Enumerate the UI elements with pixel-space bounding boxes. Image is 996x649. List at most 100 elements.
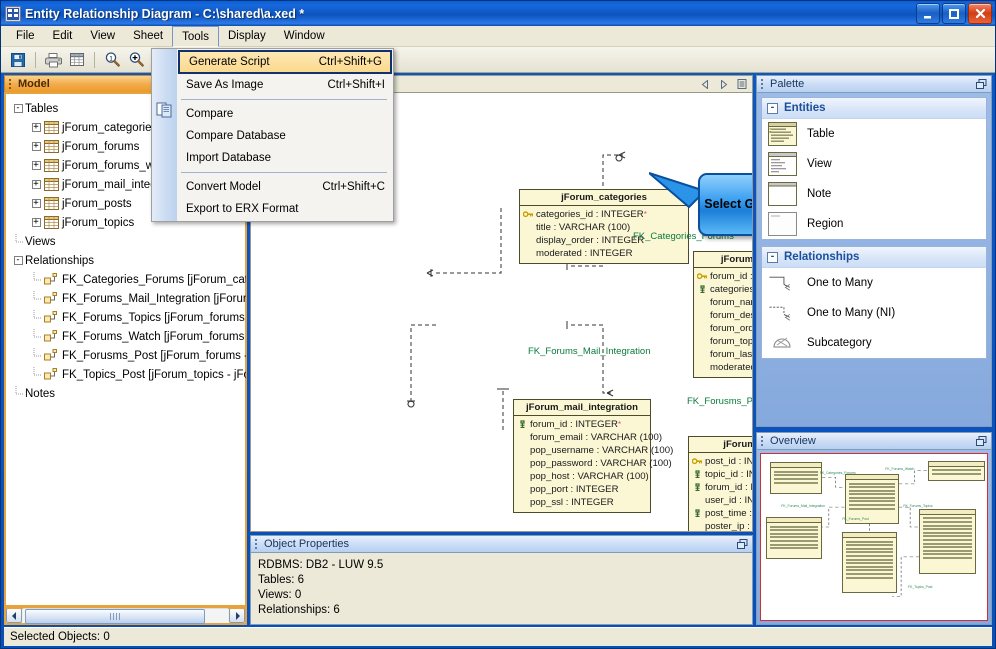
er-field-label: forum_id : INTEGER — [710, 271, 753, 282]
menu-item[interactable]: Compare Database — [177, 125, 393, 147]
tree-item[interactable]: +jForum_categories — [11, 118, 246, 137]
scroll-left-button[interactable] — [6, 608, 22, 623]
menu-edit[interactable]: Edit — [52, 30, 73, 42]
menu-sheet[interactable]: Sheet — [133, 30, 164, 42]
palette-item[interactable]: One to Many — [762, 268, 986, 298]
minimize-button[interactable] — [916, 3, 940, 24]
sheet-prev-icon[interactable] — [700, 79, 711, 90]
menu-window[interactable]: Window — [283, 30, 325, 42]
overview-title: Overview — [770, 435, 816, 447]
note-shape-icon — [768, 181, 797, 207]
er-table-title: jForum_posts — [689, 437, 752, 453]
er-field: forum_topics : INTEGER — [697, 335, 752, 348]
restore-panel-icon[interactable] — [975, 78, 987, 90]
tree-expander[interactable]: + — [31, 179, 41, 189]
palette-item[interactable]: Table — [762, 119, 986, 149]
palette-group-header[interactable]: -Relationships — [762, 247, 986, 268]
save-icon[interactable] — [7, 49, 29, 71]
view-shape-icon — [768, 151, 797, 177]
object-properties-title: Object Properties — [264, 538, 349, 550]
relationship-label[interactable]: FK_Forusms_Post — [687, 396, 753, 407]
palette-group-expander[interactable]: - — [767, 251, 778, 263]
sheet-list-icon[interactable] — [736, 79, 747, 90]
tree-line — [29, 366, 43, 383]
menu-file[interactable]: File — [16, 30, 35, 42]
sheet-next-icon[interactable] — [718, 79, 729, 90]
zoom-in-icon[interactable] — [125, 49, 147, 71]
object-properties-body: RDBMS: DB2 - LUW 9.5 Tables: 6 Views: 0 … — [250, 552, 753, 625]
palette-item[interactable]: One to Many (NI) — [762, 298, 986, 328]
model-tree-hscrollbar[interactable] — [4, 607, 247, 625]
tree-expander[interactable]: + — [31, 160, 41, 170]
palette-item[interactable]: Note — [762, 179, 986, 209]
tree-item[interactable]: FK_Forums_Mail_Integration [jForum_forum… — [11, 289, 246, 308]
tree-item[interactable]: Views — [11, 232, 246, 251]
tree-item[interactable]: +jForum_topics — [11, 213, 246, 232]
er-field: forum_name : VARCHAR (150) — [697, 296, 752, 309]
tree-item[interactable]: -Relationships — [11, 251, 246, 270]
zoom-actual-icon[interactable]: 1 — [101, 49, 123, 71]
tree-expander[interactable]: + — [31, 141, 41, 151]
menu-item[interactable]: Export to ERX Format — [177, 198, 393, 220]
tree-item[interactable]: +jForum_forums_watch — [11, 156, 246, 175]
close-button[interactable] — [968, 3, 992, 24]
scroll-right-button[interactable] — [229, 608, 245, 623]
er-table[interactable]: jForum_forumsforum_id : INTEGERcategorie… — [693, 251, 753, 378]
er-field-label: poster_ip : VARCHAR (15) — [705, 521, 752, 532]
er-table[interactable]: jForum_postspost_id : INTEGER*topic_id :… — [688, 436, 752, 532]
tree-expander[interactable]: - — [13, 103, 23, 113]
tree-item[interactable]: FK_Forusms_Post [jForum_forums - jForum_… — [11, 346, 246, 365]
palette-group-expander[interactable]: - — [767, 102, 778, 114]
tree-item[interactable]: FK_Topics_Post [jForum_topics - jForum_p… — [11, 365, 246, 384]
menu-display[interactable]: Display — [228, 30, 266, 42]
tree-expander[interactable]: - — [13, 255, 23, 265]
tree-item[interactable]: FK_Categories_Forums [jForum_categories … — [11, 270, 246, 289]
palette-item[interactable]: Region — [762, 209, 986, 239]
grid-icon[interactable] — [66, 49, 88, 71]
tree-item[interactable]: FK_Forums_Watch [jForum_forums - jForum_… — [11, 327, 246, 346]
palette-group-header[interactable]: -Entities — [762, 98, 986, 119]
menu-item-label: Export to ERX Format — [186, 203, 299, 215]
er-field: post_time : DATE* — [692, 507, 752, 520]
menu-item[interactable]: Compare — [177, 103, 393, 125]
tree-item-label: FK_Categories_Forums [jForum_categories … — [62, 273, 246, 286]
hscroll-track[interactable] — [23, 608, 228, 624]
tree-line — [29, 328, 43, 345]
er-field-label: user_id : INTEGER — [705, 495, 752, 506]
tree-expander[interactable]: + — [31, 217, 41, 227]
palette-item-label: View — [807, 158, 832, 170]
er-field-label: moderated : INTEGER — [536, 248, 633, 259]
palette-item[interactable]: Subcategory — [762, 328, 986, 358]
tree-expander[interactable]: + — [31, 122, 41, 132]
tree-item[interactable]: -Tables — [11, 99, 246, 118]
relationship-label[interactable]: FK_Categories_Forums — [633, 231, 734, 242]
window-title: Entity Relationship Diagram - C:\shared\… — [25, 6, 305, 21]
minimap-relationship-label: FK_Forums_Topics — [903, 503, 933, 508]
menu-view[interactable]: View — [90, 30, 116, 42]
hscroll-thumb[interactable] — [25, 609, 205, 624]
palette-item[interactable]: View — [762, 149, 986, 179]
restore-panel-icon[interactable] — [736, 538, 748, 550]
tree-item[interactable]: +jForum_forums — [11, 137, 246, 156]
relationship-label[interactable]: FK_Forums_Mail_Integration — [528, 346, 651, 357]
menu-item[interactable]: Import Database — [177, 147, 393, 169]
maximize-button[interactable] — [942, 3, 966, 24]
tree-expander[interactable]: + — [31, 198, 41, 208]
restore-panel-icon[interactable] — [975, 435, 987, 447]
tree-item[interactable]: FK_Forums_Topics [jForum_forums - jForum… — [11, 308, 246, 327]
menu-tools[interactable]: Tools — [172, 26, 219, 47]
tree-item[interactable]: Notes — [11, 384, 246, 403]
print-icon[interactable] — [42, 49, 64, 71]
tree-item-label: Views — [25, 235, 56, 248]
er-diagram-canvas[interactable]: Select Generate Script jForum_categories… — [250, 92, 753, 532]
tree-item[interactable]: +jForum_posts — [11, 194, 246, 213]
